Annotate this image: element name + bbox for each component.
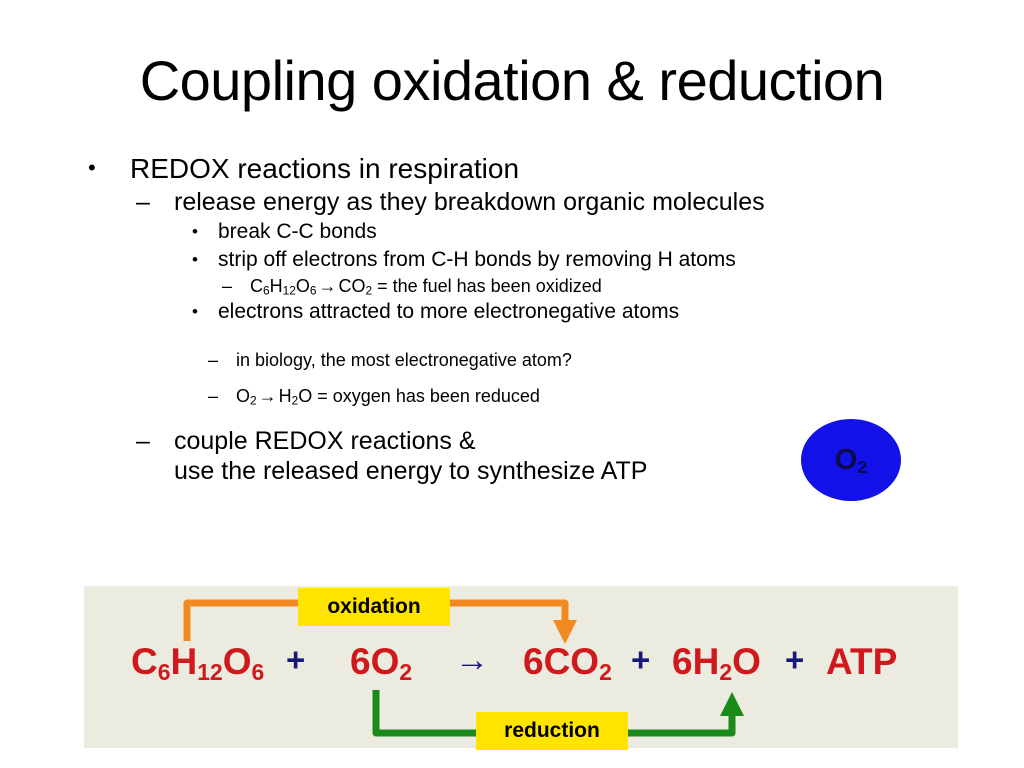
bullet-redox-reactions: • REDOX reactions in respiration <box>88 152 948 185</box>
bullet-glucose-oxidized: – C6H12O6→CO2 = the fuel has been oxidiz… <box>88 275 948 298</box>
o2-label: O2 <box>835 444 868 477</box>
bullet-text: REDOX reactions in respiration <box>130 153 520 184</box>
formula-o2: O <box>298 386 313 407</box>
bullet-text-line2: use the released energy to synthesize AT… <box>174 456 648 485</box>
bullet-electrons-attracted: • electrons attracted to more electroneg… <box>88 299 948 326</box>
o2-label-sub: 2 <box>857 456 868 477</box>
page-title: Coupling oxidation & reduction <box>139 49 885 112</box>
bullet-most-electronegative: – in biology, the most electronegative a… <box>88 349 948 372</box>
yields-arrow-glyph: → <box>318 275 337 296</box>
formula-h: H <box>269 275 283 296</box>
equation-term-plus-3: + <box>785 641 805 678</box>
bullet-marker-dot: • <box>192 302 198 322</box>
formula-h-sub: 2 <box>291 394 299 409</box>
formula-o-sub: 6 <box>309 283 317 298</box>
equation-term-plus-2: + <box>631 641 651 678</box>
equation-term-carbon-dioxide: 6CO2 <box>523 641 612 685</box>
bullet-text: electrons attracted to more electronegat… <box>218 300 680 324</box>
bullet-marker-dash: – <box>208 350 219 371</box>
bullet-marker-dash: – <box>136 426 150 455</box>
equation-term-atp: ATP <box>826 641 898 682</box>
bullet-marker-dot: • <box>192 222 198 242</box>
spacer <box>88 327 948 349</box>
bullet-marker-dash: – <box>136 188 150 217</box>
equation-term-oxygen: 6O2 <box>350 641 413 685</box>
bullet-marker-dash: – <box>208 386 219 407</box>
spacer <box>88 373 948 385</box>
formula-o-sub: 2 <box>250 394 257 409</box>
oxidation-label: oxidation <box>298 588 450 626</box>
equation-term-water: 6H2O <box>672 641 761 685</box>
formula-h-sub: 12 <box>282 283 296 298</box>
formula-o: O <box>236 386 251 407</box>
bullet-oxygen-reduced: – O2→H2O = oxygen has been reduced <box>88 385 948 408</box>
bullet-marker-dash: – <box>222 275 233 296</box>
bullet-marker-dot: • <box>192 249 198 269</box>
oxygen-molecule-ellipse: O2 <box>801 419 901 501</box>
yields-arrow-glyph: → <box>258 386 277 407</box>
formula-co-sub: 2 <box>365 283 373 298</box>
formula-tail: = the fuel has been oxidized <box>377 275 602 296</box>
respiration-equation: C6H12O6 + 6O2 → 6CO2 + 6H2O + ATP <box>0 641 1024 697</box>
formula-c: C <box>250 275 263 296</box>
reduction-label: reduction <box>476 712 628 750</box>
formula-co: CO <box>338 275 366 296</box>
bullet-break-cc-bonds: • break C-C bonds <box>88 219 948 246</box>
o2-label-main: O <box>834 443 858 476</box>
bullet-text: break C-C bonds <box>218 220 377 244</box>
bullet-text: C6H12O6→CO2 = the fuel has been oxidized <box>250 275 948 298</box>
bullet-text: O2→H2O = oxygen has been reduced <box>236 385 948 408</box>
bullet-text: release energy as they breakdown organic… <box>174 188 765 217</box>
bullet-marker-dot: • <box>88 155 96 180</box>
bullet-couple-redox: – couple REDOX reactions & use the relea… <box>88 426 948 486</box>
bullet-release-energy: – release energy as they breakdown organ… <box>88 187 948 217</box>
equation-term-yields-arrow: → <box>455 641 489 679</box>
spacer <box>88 410 948 426</box>
formula-c-sub: 6 <box>263 283 270 298</box>
bullet-strip-off-electrons: • strip off electrons from C-H bonds by … <box>88 247 948 274</box>
equation-term-plus-1: + <box>286 641 306 678</box>
bullet-text: in biology, the most electronegative ato… <box>236 350 572 371</box>
slide-body: • REDOX reactions in respiration – relea… <box>88 152 948 488</box>
equation-term-glucose: C6H12O6 <box>131 641 265 685</box>
bullet-text: strip off electrons from C-H bonds by re… <box>218 247 736 271</box>
bullet-text-line1: couple REDOX reactions & <box>174 426 476 455</box>
formula-tail: = oxygen has been reduced <box>317 386 540 407</box>
formula-h: H <box>278 386 292 407</box>
formula-o: O <box>295 275 310 296</box>
